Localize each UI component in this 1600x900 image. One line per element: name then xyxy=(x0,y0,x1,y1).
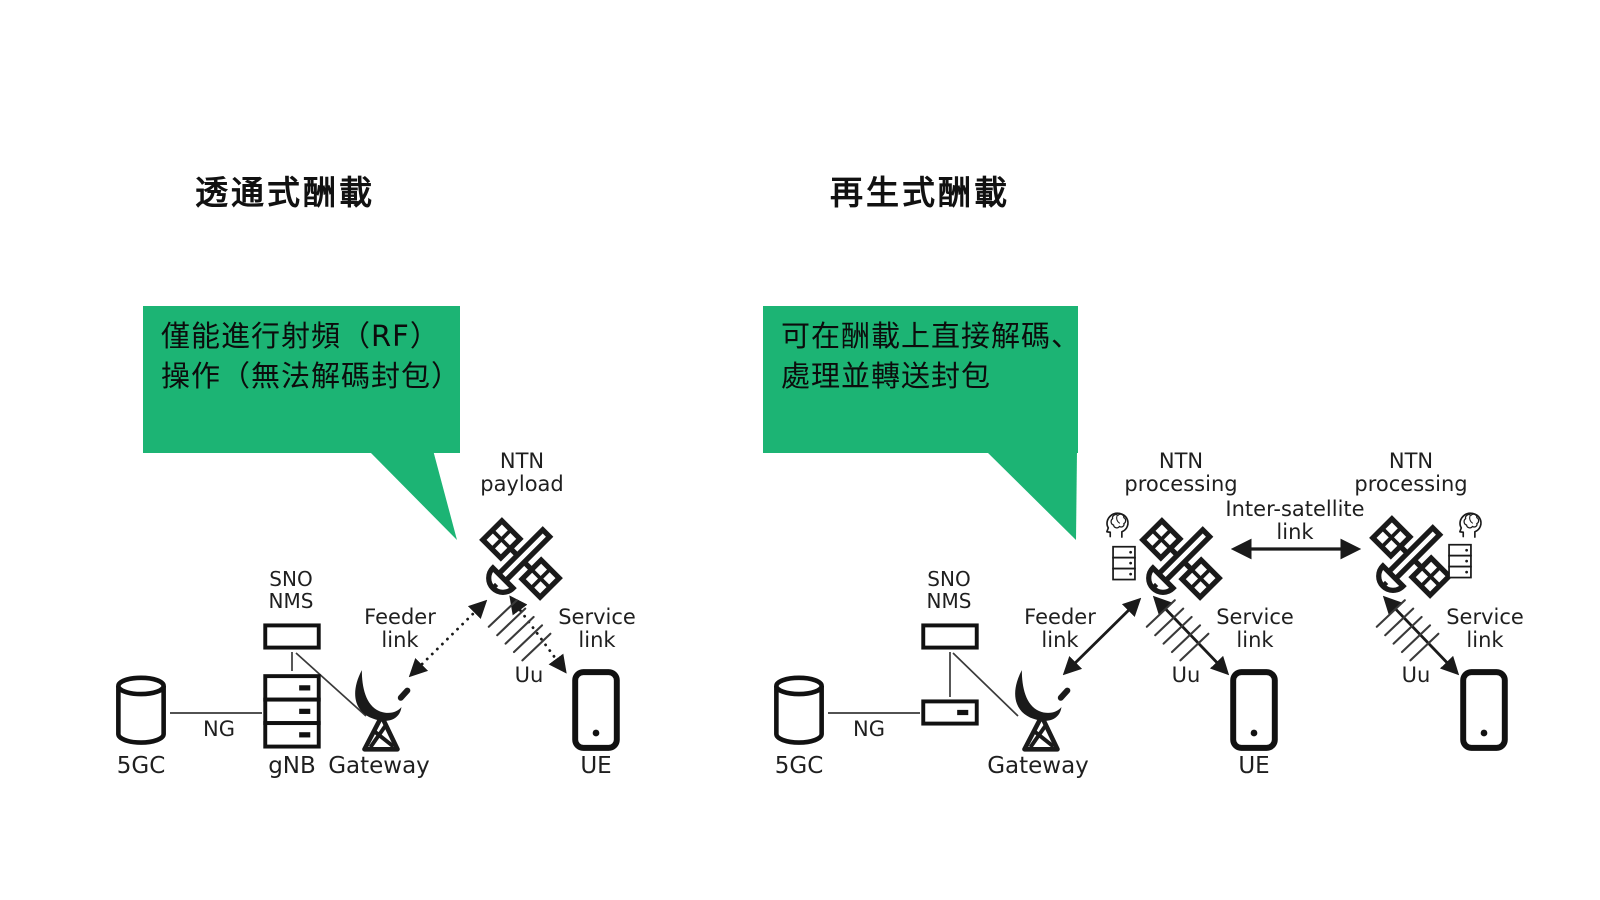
label-uu-left: Uu xyxy=(514,663,544,687)
label-uu-right-1: Uu xyxy=(1171,663,1201,687)
gateway-dish-icon xyxy=(355,670,407,749)
label-feeder-link-right: Feeder link xyxy=(1024,605,1096,653)
gnb-rack-icon xyxy=(265,676,318,746)
feeder-link-arrow-right xyxy=(1062,597,1142,676)
database-cylinder-icon xyxy=(776,678,821,743)
right-diagram xyxy=(776,503,1504,749)
database-cylinder-icon xyxy=(118,678,163,743)
left-diagram xyxy=(118,505,616,749)
left-callout-line2: 操作（無法解碼封包） xyxy=(161,359,462,394)
right-callout: 可在酬載上直接解碼、 處理並轉送封包 xyxy=(763,306,1082,453)
label-ng-left: NG xyxy=(203,717,235,741)
right-callout-line2: 處理並轉送封包 xyxy=(781,359,992,394)
label-sno-nms-right: SNO NMS xyxy=(926,567,972,613)
label-gnb: gNB xyxy=(268,753,316,779)
left-callout-line1: 僅能進行射頻（RF） xyxy=(161,319,440,353)
nms-gateway-line-right xyxy=(952,652,1019,717)
satellite-icon xyxy=(462,505,575,618)
label-5gc-right: 5GC xyxy=(774,753,824,779)
service-link-arrow-left xyxy=(509,595,567,674)
nms-gateway-line-left xyxy=(295,652,367,717)
onboard-server-icon xyxy=(1448,543,1472,579)
phone-icon xyxy=(575,672,617,748)
right-callout-line1: 可在酬載上直接解碼、 xyxy=(781,319,1082,353)
label-ntn-processing-2: NTN processing xyxy=(1354,449,1468,497)
callout-tail-right xyxy=(985,450,1077,540)
label-feeder-link-left: Feeder link xyxy=(364,605,436,653)
right-panel-title: 再生式酬載 xyxy=(830,173,1010,212)
server-box-icon xyxy=(923,701,976,723)
label-5gc-left: 5GC xyxy=(116,753,166,779)
brain-icon xyxy=(1106,512,1129,538)
label-ng-right: NG xyxy=(853,717,885,741)
gateway-dish-icon xyxy=(1015,670,1067,749)
label-service-link-right-2: Service link xyxy=(1446,605,1524,653)
nms-box xyxy=(923,625,976,647)
label-inter-satellite-link: Inter-satellite link xyxy=(1225,497,1365,545)
label-sno-nms-left: SNO NMS xyxy=(268,567,314,613)
label-ue-right: UE xyxy=(1238,753,1270,779)
left-panel-title: 透通式酬載 xyxy=(195,173,375,212)
onboard-server-icon xyxy=(1112,545,1136,581)
phone-icon xyxy=(1233,672,1275,748)
label-ntn-processing-1: NTN processing xyxy=(1124,449,1238,497)
label-service-link-right-1: Service link xyxy=(1216,605,1294,653)
nms-box xyxy=(265,625,318,647)
left-callout: 僅能進行射頻（RF） 操作（無法解碼封包） xyxy=(143,306,460,453)
service-link-arrow-2 xyxy=(1382,595,1460,676)
label-gateway-right: Gateway xyxy=(987,753,1089,779)
service-link-arrow-1 xyxy=(1152,595,1230,676)
callout-tail-left xyxy=(368,450,457,540)
label-gateway-left: Gateway xyxy=(328,753,430,779)
label-ntn-payload: NTN payload xyxy=(480,449,564,497)
brain-icon xyxy=(1459,512,1482,538)
label-ue-left: UE xyxy=(580,753,612,779)
label-service-link-left: Service link xyxy=(558,605,636,653)
phone-icon xyxy=(1463,672,1505,748)
feeder-link-arrow-left xyxy=(408,599,488,678)
label-uu-right-2: Uu xyxy=(1401,663,1431,687)
